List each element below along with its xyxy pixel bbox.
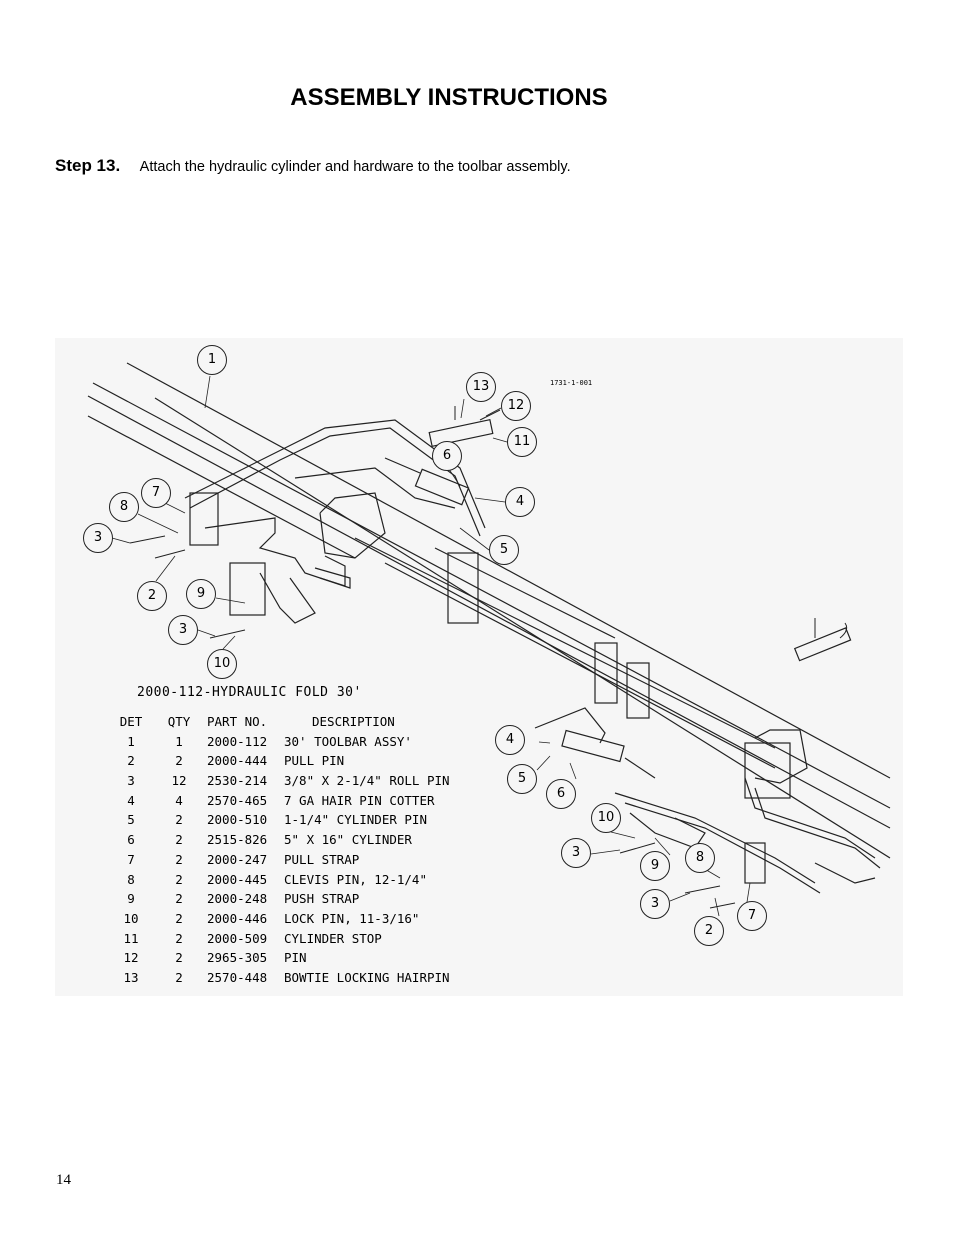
part-desc: CYLINDER STOP [284, 930, 382, 946]
part-part: 2000-510 [207, 812, 268, 828]
part-det: 13 [123, 969, 139, 985]
part-qty: 2 [175, 910, 183, 926]
part-desc: PIN [284, 950, 307, 966]
step-instruction: Step 13. Attach the hydraulic cylinder a… [55, 156, 571, 180]
toolbar-drawing [87, 362, 891, 917]
part-desc: 7 GA HAIR PIN COTTER [284, 792, 435, 808]
part-part: 2000-247 [207, 851, 268, 867]
page-title: ASSEMBLY INSTRUCTIONS [290, 84, 608, 111]
callout: 13 [466, 372, 496, 402]
part-det: 10 [123, 910, 139, 926]
part-desc: 1-1/4" CYLINDER PIN [284, 812, 427, 828]
part-part: 2570-465 [207, 792, 268, 808]
part-desc: 3/8" X 2-1/4" ROLL PIN [284, 773, 450, 789]
callout: 8 [109, 492, 139, 522]
part-desc: BOWTIE LOCKING HAIRPIN [284, 969, 450, 985]
part-qty: 2 [175, 812, 183, 828]
callout: 2 [694, 916, 724, 946]
header-part: PART NO. [207, 714, 268, 729]
drawing-id: 1731-1-001 [550, 379, 593, 387]
part-det: 6 [127, 832, 135, 848]
part-qty: 4 [175, 792, 183, 808]
part-qty: 2 [175, 851, 183, 867]
header-desc: DESCRIPTION [312, 714, 395, 729]
part-part: 2000-445 [207, 871, 268, 887]
callout: 10 [591, 803, 621, 833]
part-det: 4 [127, 792, 135, 808]
callout: 4 [505, 487, 535, 517]
part-part: 2000-112 [207, 733, 268, 749]
part-det: 12 [123, 950, 139, 966]
part-qty: 2 [175, 930, 183, 946]
part-part: 2570-448 [207, 969, 268, 985]
part-det: 5 [127, 812, 135, 828]
header-qty: QTY [167, 714, 191, 729]
callout: 3 [640, 889, 670, 919]
part-det: 8 [127, 871, 135, 887]
callout: 4 [495, 725, 525, 755]
part-desc: PULL STRAP [284, 851, 360, 867]
part-det: 3 [127, 773, 135, 789]
part-part: 2000-509 [207, 930, 268, 946]
part-qty: 12 [171, 773, 187, 789]
part-qty: 2 [175, 891, 183, 907]
callout: 7 [737, 901, 767, 931]
callout: 9 [186, 579, 216, 609]
callout: 11 [507, 427, 537, 457]
part-part: 2000-248 [207, 891, 268, 907]
part-desc: CLEVIS PIN, 12-1/4" [284, 871, 427, 887]
page-number: 14 [56, 1172, 71, 1188]
part-desc: 30' TOOLBAR ASSY' [284, 733, 412, 749]
callout: 6 [546, 779, 576, 809]
part-qty: 2 [175, 969, 183, 985]
part-qty: 2 [175, 832, 183, 848]
step-label: Step 13. [55, 156, 121, 175]
header-det: DET [119, 714, 143, 729]
part-desc: LOCK PIN, 11-3/16" [284, 910, 420, 926]
bracket-outlines [204, 517, 881, 884]
part-qty: 2 [175, 753, 183, 769]
assembly-diagram: 1731-1-001 1 13 12 11 6 4 5 7 8 3 2 9 3 … [55, 338, 903, 996]
callout: 3 [168, 615, 198, 645]
callout: 5 [489, 535, 519, 565]
part-qty: 2 [175, 950, 183, 966]
callout: 10 [207, 649, 237, 679]
part-det: 1 [127, 733, 135, 749]
part-det: 2 [127, 753, 135, 769]
part-part: 2965-305 [207, 950, 268, 966]
callout: 5 [507, 764, 537, 794]
parts-list-title: 2000-112-HYDRAULIC FOLD 30' [137, 685, 362, 700]
part-det: 7 [127, 851, 135, 867]
step-text: Attach the hydraulic cylinder and hardwa… [139, 159, 571, 175]
callout: 3 [83, 523, 113, 553]
part-part: 2515-826 [207, 832, 268, 848]
callout: 3 [561, 838, 591, 868]
part-part: 2530-214 [207, 773, 268, 789]
hydraulic-hose [184, 419, 821, 894]
callout: 2 [137, 581, 167, 611]
leader-lines [111, 375, 751, 917]
callout: 6 [432, 441, 462, 471]
part-part: 2000-446 [207, 910, 268, 926]
part-qty: 1 [175, 733, 183, 749]
part-desc: PULL PIN [284, 753, 345, 769]
callout: 9 [640, 851, 670, 881]
part-desc: 5" X 16" CYLINDER [284, 832, 412, 848]
part-det: 9 [127, 891, 135, 907]
callout: 12 [501, 391, 531, 421]
part-desc: PUSH STRAP [284, 891, 360, 907]
hydraulic-cylinders [384, 418, 852, 779]
bracket-plates [189, 492, 808, 884]
part-qty: 2 [175, 871, 183, 887]
callout: 7 [141, 478, 171, 508]
callout: 1 [197, 345, 227, 375]
pins-hardware [129, 406, 848, 909]
part-part: 2000-444 [207, 753, 268, 769]
callout: 8 [685, 843, 715, 873]
part-det: 11 [123, 930, 139, 946]
toolbar-beam [87, 362, 891, 859]
